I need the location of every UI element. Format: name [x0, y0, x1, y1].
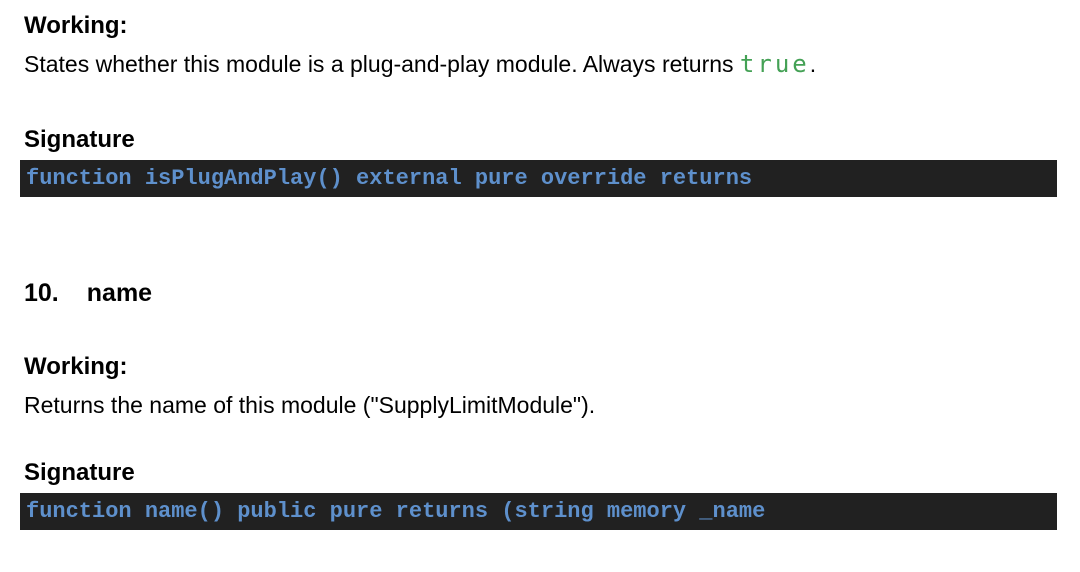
working-heading-1: Working:	[24, 12, 128, 39]
signature-code-block-2: function name() public pure returns (str…	[20, 493, 1057, 530]
working-heading-2: Working:	[24, 353, 128, 380]
signature-heading-1: Signature	[24, 126, 135, 153]
working-description-1: States whether this module is a plug-and…	[24, 50, 1080, 78]
section-number: 10.	[24, 279, 59, 307]
inline-code-true: true	[739, 50, 810, 78]
signature-code-line-1: function isPlugAndPlay() external pure o…	[26, 166, 753, 191]
section-heading-10: 10. name	[24, 279, 1080, 307]
description-text-suffix: .	[809, 51, 817, 77]
working-description-2: Returns the name of this module ("Supply…	[24, 392, 596, 418]
signature-code-block-1: function isPlugAndPlay() external pure o…	[20, 160, 1057, 197]
section-title: name	[86, 279, 153, 307]
description-text-prefix: States whether this module is a plug-and…	[24, 51, 740, 77]
signature-heading-2: Signature	[24, 459, 135, 486]
signature-code-line-2: function name() public pure returns (str…	[26, 499, 766, 524]
